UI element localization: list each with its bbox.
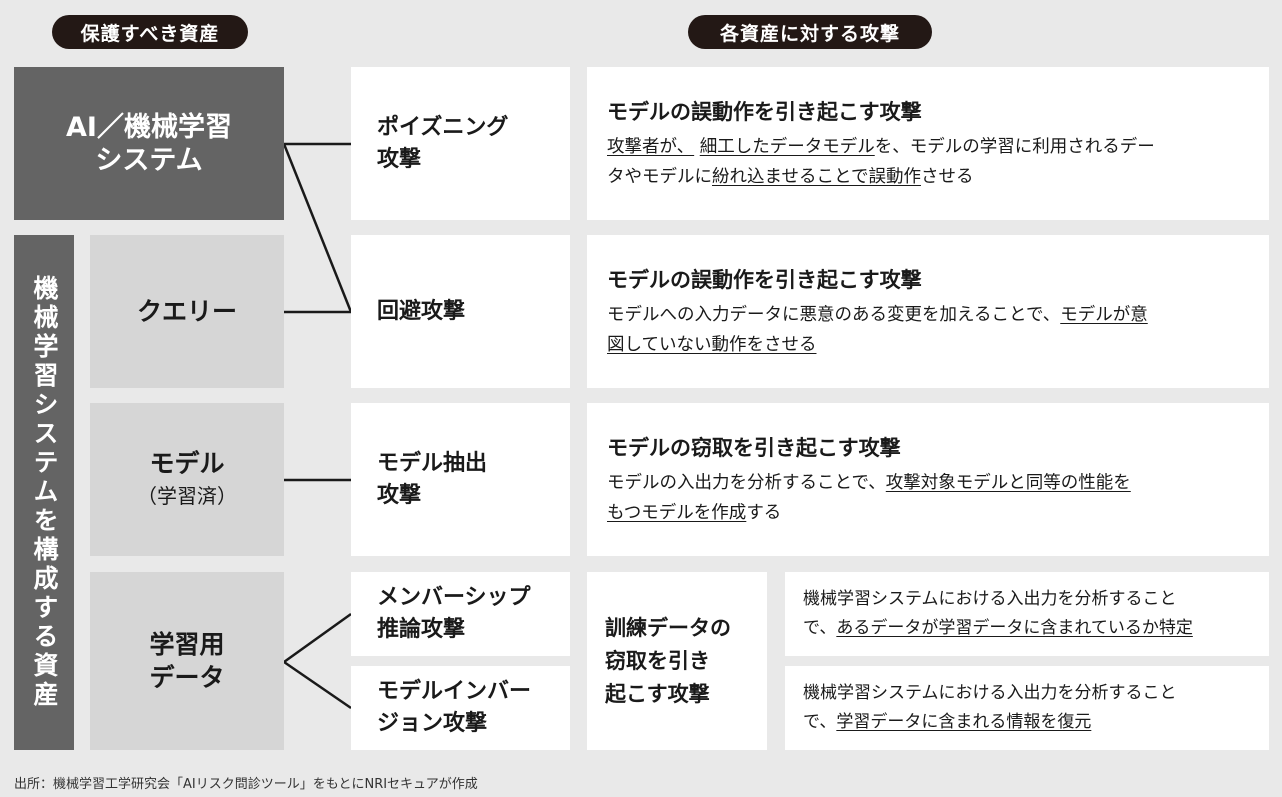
attack-extraction-line1: モデル抽出	[377, 450, 488, 476]
desc-poisoning-t4: タやモデルに	[607, 166, 712, 187]
connector-ai-evasion	[282, 143, 353, 313]
asset-query-label: クエリー	[136, 297, 237, 326]
desc-inversion-t2: で、	[803, 712, 837, 732]
desc-evasion-u3: 図していない動作をさせる	[607, 334, 817, 355]
desc-evasion-body: モデルへの入力データに悪意のある変更を加えることで、モデルが意 図していない動作…	[607, 300, 1148, 360]
assets-header: 保護すべき資産	[52, 15, 248, 49]
desc-poisoning-body: 攻撃者が、 細工したデータモデルを、モデルの学習に利用されるデー タやモデルに紛…	[607, 132, 1155, 192]
asset-training-data-line2: データ	[149, 663, 225, 692]
desc-extraction: モデルの窃取を引き起こす攻撃 モデルの入出力を分析することで、攻撃対象モデルと同…	[587, 403, 1269, 556]
asset-query: クエリー	[90, 235, 284, 388]
desc-evasion-t1: モデルへの入力データに悪意のある変更を加えることで、	[607, 304, 1061, 325]
attack-poisoning-line2: 攻撃	[377, 146, 422, 172]
desc-membership-t2: で、	[803, 618, 837, 638]
desc-poisoning-u5: 紛れ込ませることで誤動作	[712, 166, 921, 187]
attack-evasion-label: 回避攻撃	[377, 298, 466, 324]
attack-extraction-line2: 攻撃	[377, 482, 422, 508]
desc-poisoning-u2: 細工したデータモデル	[699, 136, 875, 157]
asset-model-label: モデル	[149, 448, 225, 478]
desc-membership-line1: 機械学習システムにおける入出力を分析すること	[803, 589, 1177, 609]
attack-evasion: 回避攻撃	[351, 235, 570, 388]
asset-ml-components-bar: 機械学習システムを構成する資産	[14, 235, 74, 750]
desc-extraction-t4: する	[746, 502, 782, 523]
attacks-header: 各資産に対する攻撃	[688, 15, 932, 49]
asset-model-sub: （学習済）	[137, 483, 237, 508]
asset-training-data-line1: 学習用	[149, 630, 225, 659]
attack-membership-line1: メンバーシップ	[377, 585, 531, 610]
desc-extraction-body: モデルの入出力を分析することで、攻撃対象モデルと同等の性能を もつモデルを作成す…	[607, 468, 1131, 528]
desc-evasion: モデルの誤動作を引き起こす攻撃 モデルへの入力データに悪意のある変更を加えること…	[587, 235, 1269, 388]
desc-poisoning-t6: させる	[920, 166, 974, 187]
desc-inversion: 機械学習システムにおける入出力を分析すること で、学習データに含まれる情報を復元	[785, 666, 1269, 750]
attack-inversion-line2: ジョン攻撃	[377, 711, 488, 736]
attack-model-extraction: モデル抽出 攻撃	[351, 403, 570, 556]
theft-line2: 窃取を引き	[605, 648, 710, 673]
source-note: 出所：機械学習工学研究会「AIリスク問診ツール」をもとにNRIセキュアが作成	[14, 777, 478, 792]
desc-inversion-line1: 機械学習システムにおける入出力を分析すること	[803, 683, 1177, 703]
desc-extraction-t1: モデルの入出力を分析することで、	[607, 472, 886, 493]
desc-poisoning-t3: を、モデルの学習に利用されるデー	[874, 136, 1155, 157]
desc-inversion-line2: で、学習データに含まれる情報を復元	[803, 708, 1091, 737]
desc-membership-line2: で、あるデータが学習データに含まれているか特定	[803, 614, 1193, 643]
theft-line3: 起こす攻撃	[605, 681, 710, 706]
asset-model: モデル （学習済）	[90, 403, 284, 556]
asset-training-data: 学習用 データ	[90, 572, 284, 750]
asset-ai-system-line2: システム	[95, 144, 203, 176]
theft-line1: 訓練データの	[605, 615, 731, 640]
connector-data-inversion	[283, 660, 352, 710]
asset-ai-system-line1: AI／機械学習	[66, 111, 232, 143]
connector-data-membership	[283, 612, 352, 664]
attack-model-inversion: モデルインバー ジョン攻撃	[351, 666, 570, 750]
attack-membership-line2: 推論攻撃	[377, 617, 466, 642]
attack-poisoning: ポイズニング 攻撃	[351, 67, 570, 220]
desc-poisoning-title: モデルの誤動作を引き起こす攻撃	[607, 99, 922, 124]
attack-training-data-theft: 訓練データの 窃取を引き 起こす攻撃	[587, 572, 767, 750]
desc-evasion-title: モデルの誤動作を引き起こす攻撃	[607, 267, 922, 292]
desc-membership: 機械学習システムにおける入出力を分析すること で、あるデータが学習データに含まれ…	[785, 572, 1269, 656]
attack-inversion-line1: モデルインバー	[377, 679, 532, 704]
asset-ai-system: AI／機械学習 システム	[14, 67, 284, 220]
desc-extraction-title: モデルの窃取を引き起こす攻撃	[607, 435, 901, 460]
desc-extraction-u2: 攻撃対象モデルと同等の性能を	[885, 472, 1131, 493]
desc-membership-u3: あるデータが学習データに含まれているか特定	[836, 618, 1193, 638]
desc-poisoning: モデルの誤動作を引き起こす攻撃 攻撃者が、 細工したデータモデルを、モデルの学習…	[587, 67, 1269, 220]
desc-poisoning-u1: 攻撃者が、	[607, 136, 695, 157]
desc-extraction-u3: もつモデルを作成	[607, 502, 747, 523]
attack-membership-inference: メンバーシップ 推論攻撃	[351, 572, 570, 656]
asset-ml-components-label: 機械学習システムを構成する資産	[30, 275, 59, 710]
attack-poisoning-line1: ポイズニング	[377, 114, 509, 140]
desc-evasion-u2: モデルが意	[1060, 304, 1148, 325]
desc-inversion-u3: 学習データに含まれる情報を復元	[836, 712, 1092, 732]
